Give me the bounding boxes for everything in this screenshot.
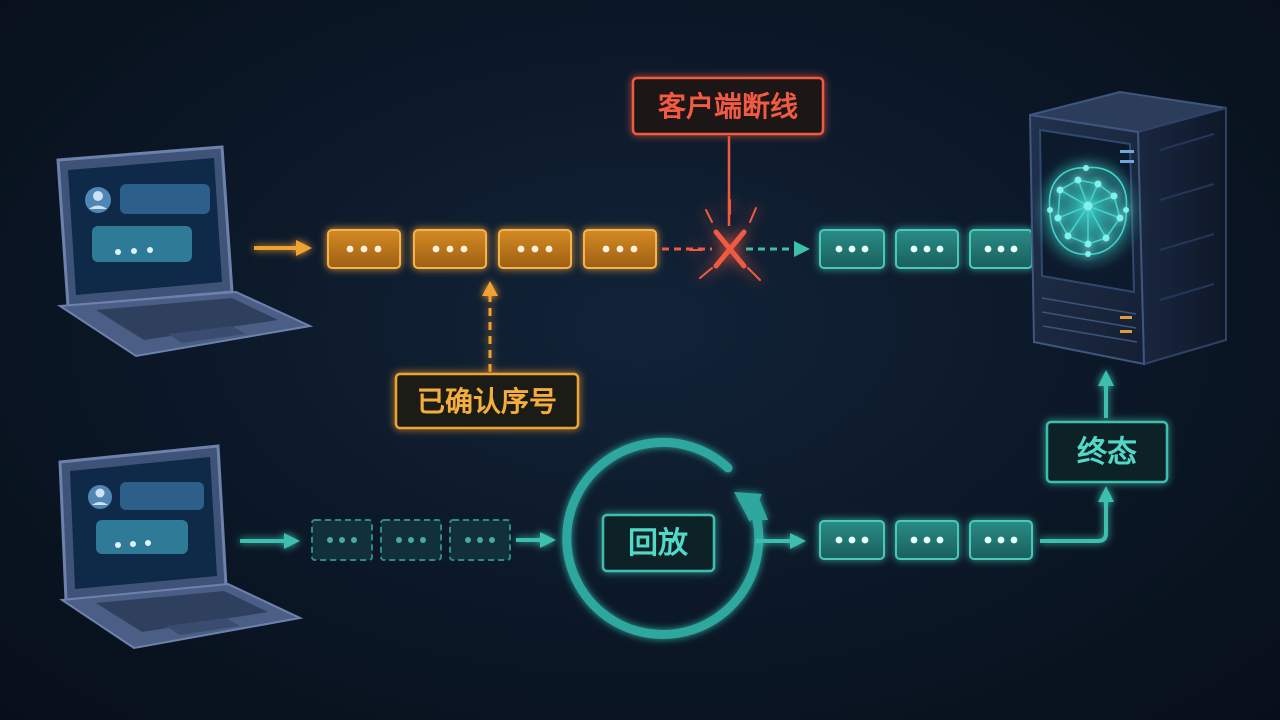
acked-message-queue	[327, 229, 657, 269]
message-block	[583, 229, 657, 269]
message-block	[969, 229, 1033, 269]
cross-icon	[689, 199, 761, 281]
message-block	[969, 520, 1033, 560]
message-block	[498, 229, 572, 269]
acked-seq-label: 已确认序号	[394, 372, 580, 430]
pending-message-queue	[311, 519, 511, 561]
svg-text:回放: 回放	[628, 526, 689, 561]
server-message-queue-bottom	[819, 520, 1033, 560]
message-block	[895, 229, 959, 269]
laptop-icon	[58, 444, 304, 650]
svg-text:已确认序号: 已确认序号	[417, 385, 557, 418]
laptop-icon	[56, 145, 314, 358]
replay-exit-arrow	[756, 533, 806, 549]
replay-entry-arrow	[516, 532, 556, 548]
server-message-queue-top	[819, 229, 1033, 269]
final-state-label: 终态	[1045, 420, 1169, 484]
acked-seq-pointer	[482, 281, 498, 372]
final-state-connector	[1040, 486, 1114, 543]
svg-text:客户端断线: 客户端断线	[658, 90, 798, 123]
message-block	[895, 520, 959, 560]
message-block	[819, 229, 885, 269]
brain-network-icon	[1032, 152, 1144, 272]
disconnect-link	[662, 241, 810, 257]
message-block-ghost	[380, 519, 442, 561]
chat-bubble-icon	[85, 184, 210, 262]
message-block-ghost	[311, 519, 373, 561]
top-input-arrow	[254, 240, 312, 256]
message-block	[413, 229, 487, 269]
bottom-input-arrow	[240, 533, 300, 549]
message-block	[327, 229, 401, 269]
replay-label: 回放	[601, 513, 716, 573]
message-block	[819, 520, 885, 560]
chat-bubble-icon	[88, 482, 204, 554]
final-state-to-server-arrow	[1098, 370, 1114, 418]
replay-loop	[562, 437, 768, 639]
message-block-ghost	[449, 519, 511, 561]
user-avatar-icon	[93, 191, 103, 201]
client-disconnect-label: 客户端断线	[631, 76, 825, 136]
user-avatar-icon	[95, 488, 105, 498]
svg-text:终态: 终态	[1077, 435, 1137, 470]
